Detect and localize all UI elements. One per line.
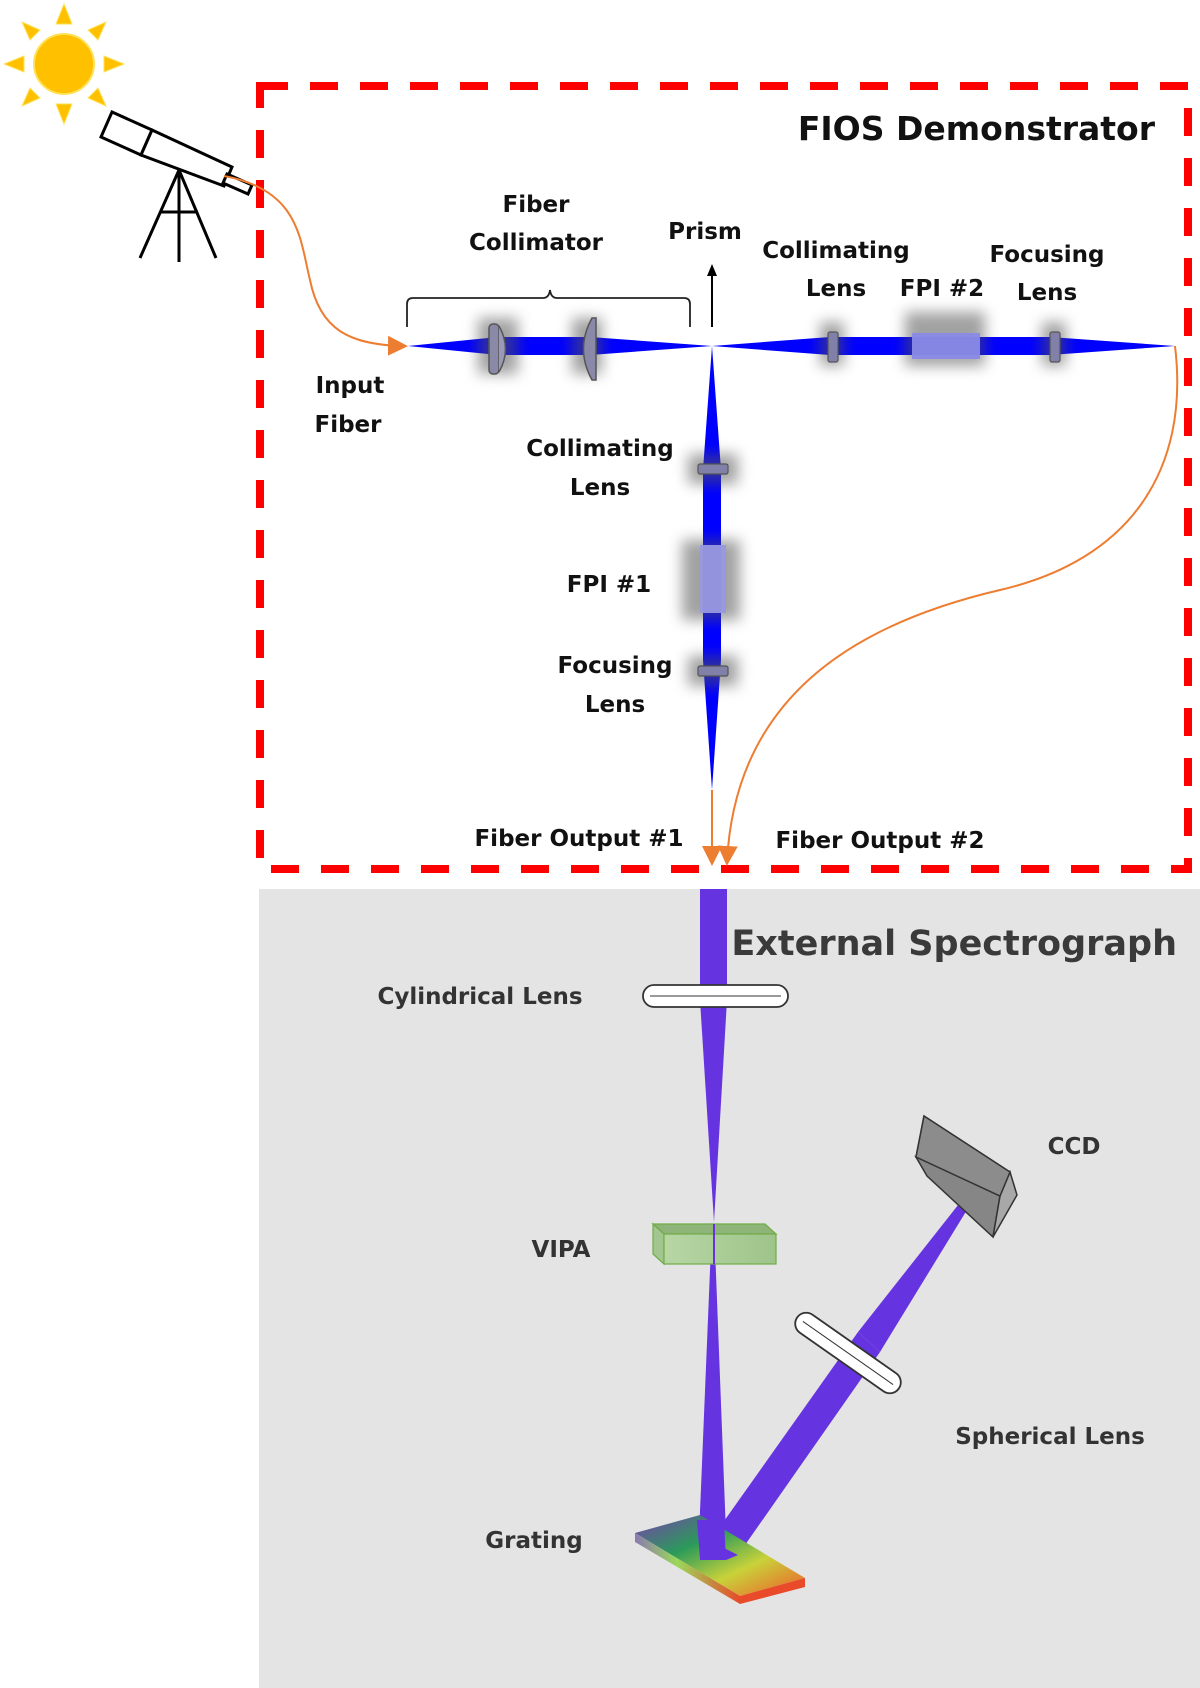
ccd-camera xyxy=(914,1114,1018,1239)
fiber-collimator-lens-1 xyxy=(488,323,507,375)
label-focusing-lens-v-line2: Lens xyxy=(585,692,645,718)
label-collimating-lens-h-line2: Lens xyxy=(806,276,866,302)
label-focusing-lens-v-line1: Focusing xyxy=(558,653,673,679)
label-input-fiber-line2: Fiber xyxy=(314,412,382,438)
spherical-lens xyxy=(794,1311,902,1395)
label-fiber-collimator-line2: Collimator xyxy=(469,230,604,256)
grating xyxy=(635,1515,805,1604)
focusing-lens-v xyxy=(697,665,729,677)
prism-arrow xyxy=(707,264,717,327)
collimating-lens-h xyxy=(827,331,839,363)
label-fpi1: FPI #1 xyxy=(567,572,651,598)
label-fpi2: FPI #2 xyxy=(900,276,984,302)
label-focusing-lens-h-line2: Lens xyxy=(1017,280,1077,306)
label-collimating-lens-v-line2: Lens xyxy=(570,475,630,501)
label-input-fiber-line1: Input xyxy=(316,373,385,399)
spectrograph-beam xyxy=(698,889,970,1560)
focusing-lens-h xyxy=(1049,331,1061,363)
collimating-lens-v xyxy=(697,463,729,475)
label-spherical-lens: Spherical Lens xyxy=(955,1424,1145,1450)
label-fiber-output-2: Fiber Output #2 xyxy=(775,828,984,854)
input-fiber xyxy=(223,175,408,356)
fiber-collimator-bracket xyxy=(406,289,691,327)
label-vipa: VIPA xyxy=(532,1237,591,1263)
label-focusing-lens-h-line1: Focusing xyxy=(990,242,1105,268)
fpi1-etalon xyxy=(700,545,726,613)
label-cylindrical-lens: Cylindrical Lens xyxy=(377,984,582,1010)
label-ccd: CCD xyxy=(1048,1134,1101,1160)
fios-demonstrator-border xyxy=(256,82,1192,873)
label-prism: Prism xyxy=(668,219,742,245)
label-collimating-lens-h-line1: Collimating xyxy=(762,238,910,264)
spectrograph-title: External Spectrograph xyxy=(731,924,1177,964)
label-collimating-lens-v-line1: Collimating xyxy=(526,436,674,462)
fiber-output-2 xyxy=(717,345,1179,866)
fiber-collimator-lens-2 xyxy=(582,317,597,381)
telescope-icon xyxy=(99,110,254,262)
beam-fiber-collimator xyxy=(408,337,712,355)
fios-title: FIOS Demonstrator xyxy=(798,109,1156,148)
label-fiber-collimator-line1: Fiber xyxy=(502,192,570,218)
vipa xyxy=(651,1222,778,1266)
sun-icon xyxy=(2,2,126,126)
fpi2-etalon xyxy=(912,333,980,359)
label-grating: Grating xyxy=(485,1528,582,1554)
cylindrical-lens xyxy=(642,984,789,1008)
label-fiber-output-1: Fiber Output #1 xyxy=(474,826,683,852)
